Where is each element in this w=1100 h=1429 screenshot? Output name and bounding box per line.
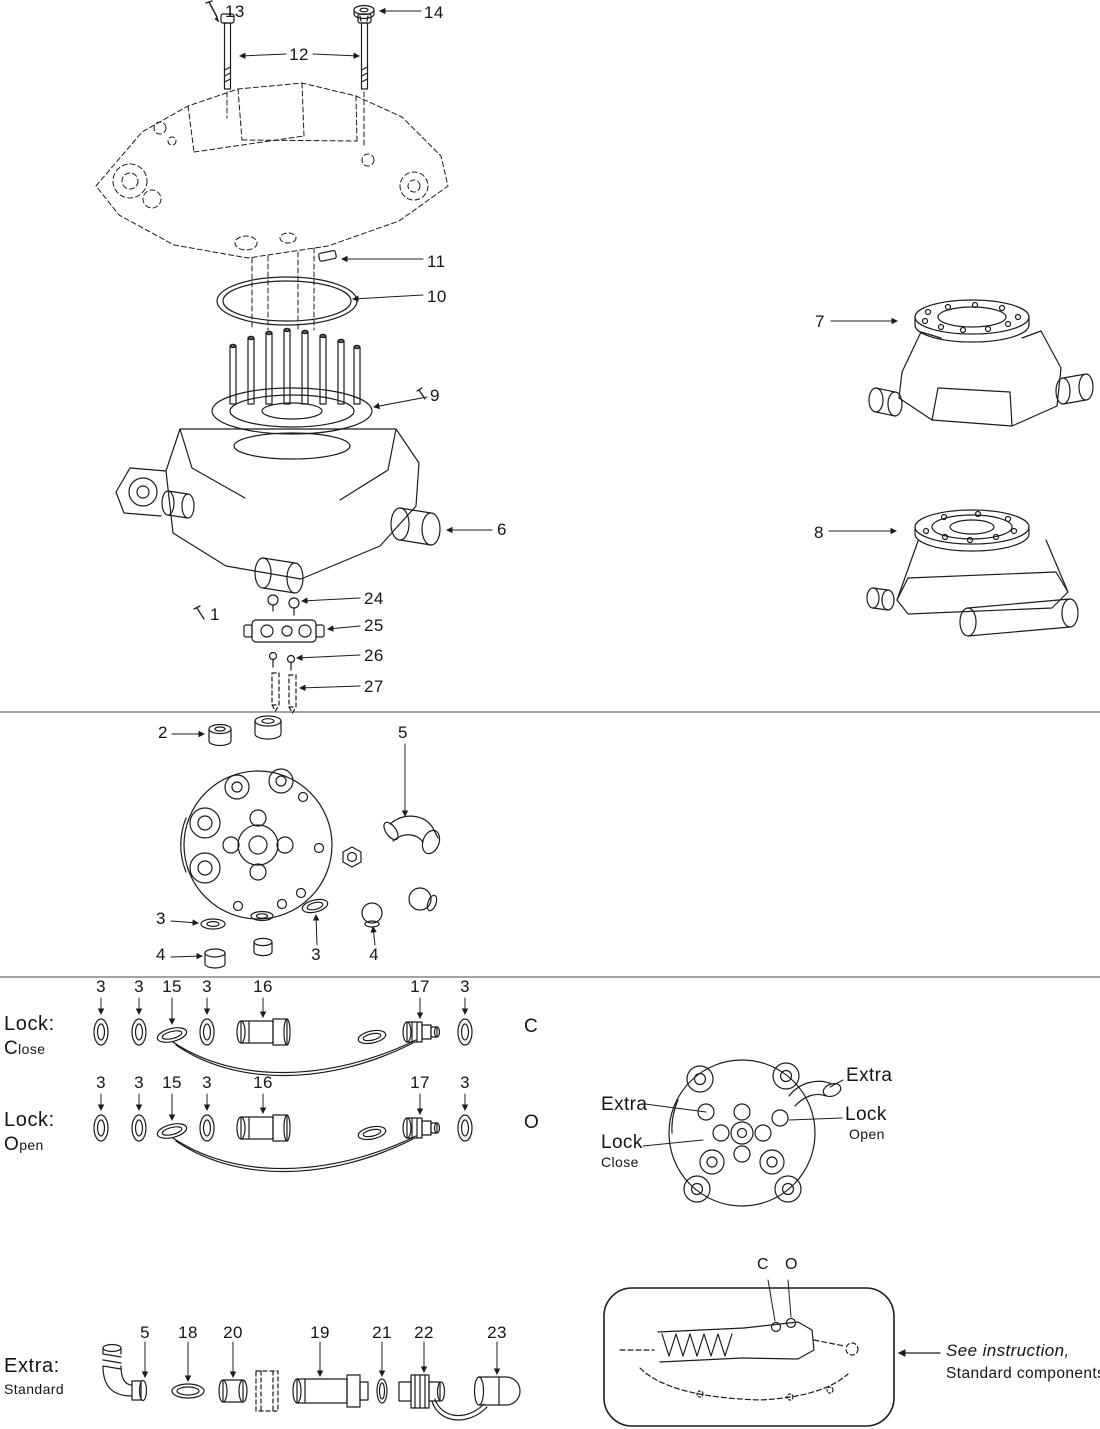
- extra-part-4: 21: [372, 1323, 392, 1342]
- lock-close-row-parts: [93, 1018, 473, 1077]
- part-9-studs-plate: [211, 327, 373, 435]
- part-10-oring: [216, 276, 358, 326]
- callout-2: 2: [158, 723, 168, 742]
- manifold-label-leaders: [642, 1079, 844, 1147]
- part-13-screw-icon: [205, 0, 220, 23]
- callout-3-mid: 3: [311, 945, 321, 964]
- top-leader-lines: [239, 7, 898, 692]
- lock-open-part-5: 17: [410, 1073, 430, 1092]
- extra-part-5: 22: [414, 1323, 434, 1342]
- rotator-seals: [200, 887, 438, 969]
- part-11-plug: [318, 249, 337, 262]
- instruction-co-ports: C O: [757, 1256, 804, 1273]
- part-26-screws: [268, 651, 296, 671]
- lock-close-port-letter: C: [524, 1016, 539, 1037]
- lock-open-part-1: 3: [134, 1073, 144, 1092]
- lock-close-variant: Close: [4, 1038, 46, 1059]
- part-25-plate: [243, 619, 325, 643]
- lock-open-part-3: 3: [202, 1073, 212, 1092]
- part-7-bracket: [868, 299, 1094, 427]
- manifold-lock-close-label: Lock: [601, 1132, 643, 1153]
- callout-24: 24: [364, 589, 384, 608]
- extra-row-parts: [102, 1343, 521, 1421]
- part-27-pins: [271, 672, 297, 714]
- lock-open-row-leaders: [97, 1093, 469, 1121]
- callout-3-left: 3: [156, 909, 166, 928]
- part-24-fittings: [267, 594, 300, 616]
- instruction-box-outline: [603, 1287, 895, 1427]
- manifold-face-drawing: [668, 1059, 842, 1207]
- callout-12: 12: [289, 45, 309, 64]
- manifold-lock-close-sub: Close: [601, 1154, 639, 1170]
- callout-13: 13: [225, 2, 245, 21]
- lock-open-title: Lock:: [4, 1109, 55, 1131]
- lock-close-part-1: 3: [134, 977, 144, 996]
- callout-1: 1: [210, 605, 220, 624]
- lock-open-port-letter: O: [524, 1112, 540, 1133]
- callout-10: 10: [427, 287, 447, 306]
- manifold-extra-right-label: Extra: [846, 1065, 893, 1086]
- callout-4-mid: 4: [369, 945, 379, 964]
- part-8-bracket: [866, 509, 1079, 637]
- lock-close-part-4: 16: [253, 977, 273, 996]
- valve-block-phantom: [95, 82, 449, 331]
- part-6-housing: [115, 428, 441, 594]
- lock-close-part-0: 3: [96, 977, 106, 996]
- part-1-screw-icon: [193, 605, 205, 620]
- co-port-leaders: [767, 1279, 792, 1322]
- callout-7: 7: [815, 312, 825, 331]
- part-2-plugs: [208, 715, 282, 747]
- extra-part-2: 20: [223, 1323, 243, 1342]
- extra-row-variant: Standard: [4, 1381, 65, 1397]
- callout-11: 11: [427, 252, 446, 271]
- lock-close-part-3: 3: [202, 977, 212, 996]
- extra-row-title: Extra:: [4, 1355, 60, 1377]
- callout-26: 26: [364, 646, 384, 665]
- lock-open-part-0: 3: [96, 1073, 106, 1092]
- extra-part-0: 5: [140, 1323, 150, 1342]
- lock-close-part-2: 15: [162, 977, 182, 996]
- lock-open-part-4: 16: [253, 1073, 273, 1092]
- callout-9: 9: [430, 386, 440, 405]
- part-9-screw-icon: [416, 387, 426, 400]
- callout-5: 5: [398, 723, 408, 742]
- lock-open-variant: Open: [4, 1134, 44, 1155]
- extra-part-6: 23: [487, 1323, 507, 1342]
- instruction-note-line2: Standard components: [946, 1365, 1100, 1382]
- lock-close-part-6: 3: [460, 977, 470, 996]
- callout-27: 27: [364, 677, 384, 696]
- callout-8: 8: [814, 523, 824, 542]
- extra-part-3: 19: [310, 1323, 330, 1342]
- rotator-block: [180, 768, 441, 920]
- callout-25: 25: [364, 616, 384, 635]
- lock-close-part-5: 17: [410, 977, 430, 996]
- instruction-note-line1: See instruction,: [946, 1341, 1070, 1360]
- lock-open-row-parts: [93, 1114, 473, 1173]
- callout-6: 6: [497, 520, 507, 539]
- callout-14: 14: [424, 3, 444, 22]
- manifold-lock-open-sub: Open: [849, 1126, 885, 1142]
- extra-part-1: 18: [178, 1323, 198, 1342]
- rotator-leaders: [170, 730, 409, 960]
- part-12-bolt-right: [357, 13, 372, 90]
- callout-4-left: 4: [156, 945, 166, 964]
- lock-close-title: Lock:: [4, 1013, 55, 1035]
- part-12-bolt-left: [220, 13, 235, 90]
- actuator-sketch: [619, 1317, 859, 1401]
- lock-open-part-2: 15: [162, 1073, 182, 1092]
- lock-open-part-6: 3: [460, 1073, 470, 1092]
- manifold-lock-open-label: Lock: [845, 1104, 887, 1125]
- lock-close-row-leaders: [97, 997, 469, 1025]
- manifold-extra-left-label: Extra: [601, 1094, 648, 1115]
- extra-row-leaders: [141, 1341, 501, 1382]
